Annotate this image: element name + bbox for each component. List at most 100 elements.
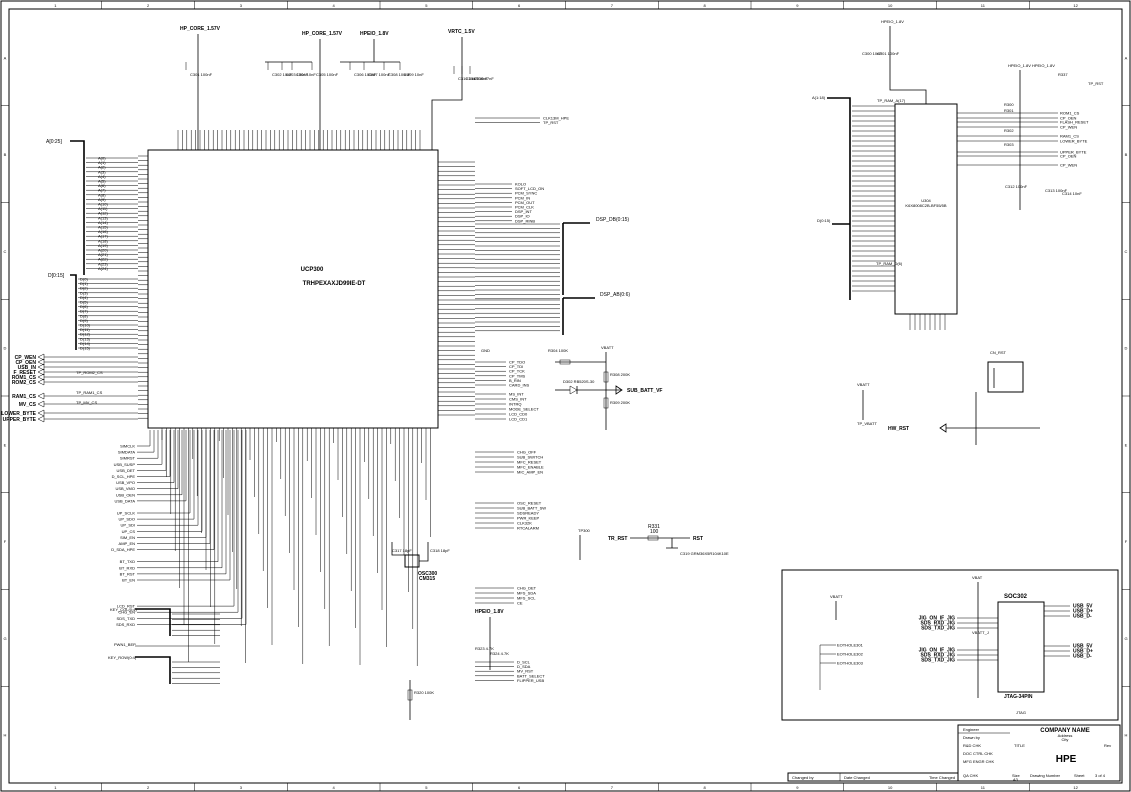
ucp300-right-pins — [438, 161, 475, 416]
left-lower-label: USB_OEN — [116, 492, 135, 497]
row-marker: H — [1125, 733, 1128, 738]
svg-text:HPEIO_1.8V: HPEIO_1.8V — [1008, 63, 1031, 68]
svg-text:R331: R331 — [648, 524, 660, 530]
soc302-body — [997, 601, 1045, 693]
ram-signal-label: CP_OEN — [1060, 154, 1077, 159]
svg-text:VBATT: VBATT — [830, 594, 843, 599]
tp-label: TP_RAM1_CS — [76, 390, 103, 395]
svg-text:QA CHK: QA CHK — [963, 773, 978, 778]
left-lower-label: UP_SCLK — [117, 511, 136, 516]
ucp300-top-pins — [177, 130, 421, 150]
right-i2c-label: D_SCL — [517, 660, 531, 665]
inner-border — [8, 8, 1123, 784]
ucp300-bottom-pins — [161, 428, 431, 666]
ucp300-ref: UCP300 — [301, 267, 324, 273]
tp-label: TP_ROM2_CS — [76, 370, 103, 375]
svg-text:HPEIO_1.8V: HPEIO_1.8V — [881, 19, 904, 24]
left-lower-label: D_SDA_HPE — [111, 547, 135, 552]
rail-vrtc: VRTC_1.5V — [448, 29, 475, 35]
svg-text:KEY_COL(0:4): KEY_COL(0:4) — [110, 607, 137, 612]
right-top-label: CLK13M_HPE — [543, 116, 569, 121]
svg-text:R309 200K: R309 200K — [610, 400, 630, 405]
left-lower-label: USB_DATA — [114, 498, 135, 503]
row-marker: G — [1124, 636, 1127, 641]
right-osc-label: OSC_RESET — [517, 501, 542, 506]
svg-text:GND: GND — [481, 348, 490, 353]
svg-text:R323 4.7K: R323 4.7K — [475, 646, 494, 651]
row-marker: D — [4, 346, 7, 351]
left-signal-label: UPPER_BYTE — [3, 417, 37, 423]
rail-hp-core-1: HP_CORE_1.57V — [180, 26, 221, 32]
vbatt-label: VBATT — [601, 345, 614, 350]
ram-resistor: R302 — [1004, 128, 1014, 133]
right-osc-label: SUB_BATT_SW — [517, 506, 546, 511]
ucp-right-signals: CLK13M_HPETP_RSTKOLOSOFT_LCD_ONPCM_SYNCP… — [475, 116, 569, 683]
left-lower-label: SIMRST — [120, 456, 136, 461]
sheet-title: HPE — [1056, 754, 1077, 765]
svg-text:3 of 4: 3 of 4 — [1095, 773, 1106, 778]
svg-text:Engineer: Engineer — [963, 727, 980, 732]
row-marker: C — [1125, 249, 1128, 254]
ram-resistor: R300 — [1004, 102, 1014, 107]
right-mid-label: PCM_CLK — [515, 205, 534, 210]
svg-text:KEY_ROW(0:4): KEY_ROW(0:4) — [108, 655, 137, 660]
svg-text:MFG ENGR CHK: MFG ENGR CHK — [963, 759, 994, 764]
battery-sense: VBATT R308 200K R309 200K R304 100K D302… — [481, 345, 662, 430]
ucp300-left-pins — [138, 155, 148, 419]
right-chg-label: CHG_OFF — [517, 450, 537, 455]
right-mid-label: KOLO — [515, 182, 526, 187]
left-lower-label: SIMCLK — [120, 444, 135, 449]
left-lower-label: BT_RST — [120, 571, 136, 576]
ucp300-block: UCP300 TRHPEXAXJD99IE-DT — [138, 130, 475, 666]
row-marker: G — [3, 636, 6, 641]
right-mid-label: DSP_RINB — [515, 218, 535, 223]
right-adc-label: MODE_SELECT — [509, 407, 539, 412]
svg-text:Drawing Number: Drawing Number — [1030, 773, 1061, 778]
ram-signal-label: LOWER_BYTE — [1060, 139, 1088, 144]
svg-text:COMPANY NAME: COMPANY NAME — [1040, 728, 1089, 734]
left-signal-label: MV_CS — [19, 402, 37, 408]
ram-u304: A(1:18) TP_RAM_A(17) U304 K6X8008C2B-BF5… — [812, 19, 1104, 330]
hw-reset: CN_RST HW_RST VBATT TP_VBATT — [857, 350, 1040, 445]
dsp-ab-label: DSP_AB(0:6) — [600, 292, 630, 298]
svg-text:C317 18pF: C317 18pF — [392, 548, 412, 553]
svg-text:TP_VBATT: TP_VBATT — [857, 421, 877, 426]
svg-text:CN_RST: CN_RST — [990, 350, 1007, 355]
ram-body — [894, 103, 958, 315]
ram-signal-label: ROM1_CS — [1060, 111, 1080, 116]
left-lower-label: UP_SDO — [119, 517, 135, 522]
left-signal-label: ROM1_CS — [12, 375, 37, 381]
left-lower-label: AMP_EN — [119, 541, 136, 546]
soc-left-label: SDS_RXD_JIG — [921, 653, 956, 659]
eot-hole-label: EOTHOLE302 — [837, 652, 864, 657]
col-marker: 5 — [425, 785, 428, 790]
right-chg-label: MIC_AMP_EN — [517, 470, 543, 475]
svg-text:JTAG: JTAG — [1016, 710, 1026, 715]
left-lower-label: BT_RXD — [119, 565, 135, 570]
col-marker: 7 — [611, 3, 614, 8]
col-marker: 3 — [240, 785, 243, 790]
svg-text:Changed by: Changed by — [792, 775, 814, 780]
ucp300-part: TRHPEXAXJD99IE-DT — [303, 281, 366, 287]
svg-text:CM315: CM315 — [419, 576, 435, 582]
rail-hpeio: HPEIO_1.8V — [360, 31, 389, 37]
svg-text:TITLE: TITLE — [1014, 743, 1025, 748]
left-lower-label: UP_SDI — [121, 523, 135, 528]
col-marker: 7 — [611, 785, 614, 790]
right-mid-label: DSP_INT — [515, 209, 532, 214]
eot-hole-label: EOTHOLE301 — [837, 643, 864, 648]
ram-signal-label: CP_WEN — [1060, 163, 1077, 168]
row-marker: F — [4, 539, 7, 544]
svg-text:Rev: Rev — [1104, 743, 1111, 748]
right-lcd-label: MFS_SDA — [517, 591, 536, 596]
tp-label: TP_MV_CS — [76, 400, 97, 405]
soc-left-label: SDS_TXD_JIG — [921, 626, 955, 632]
svg-text:TP300: TP300 — [578, 528, 591, 533]
ucp300-body — [147, 149, 439, 429]
soc-left-label: JIG_ON_IF_JIG — [919, 616, 956, 622]
row-marker: A — [1125, 55, 1128, 60]
svg-text:D(0:15): D(0:15) — [817, 218, 831, 223]
col-marker: 11 — [981, 785, 986, 790]
ram-resistor: R301 — [1004, 108, 1014, 113]
left-lower-label: USB_DET — [117, 468, 136, 473]
